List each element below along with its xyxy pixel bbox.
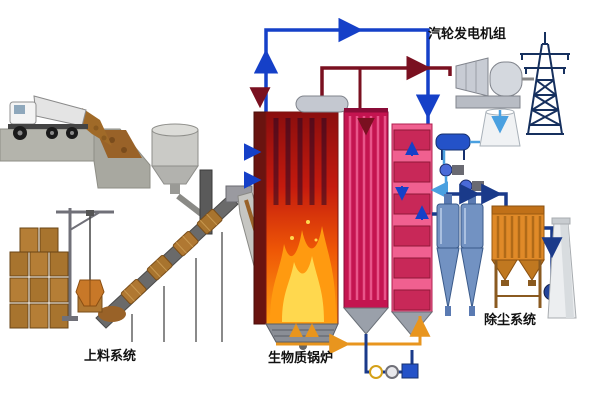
feed-silo <box>151 123 199 194</box>
straw-bale-stack <box>9 227 69 329</box>
bottom-piping <box>276 316 422 379</box>
label-dust-removal: 除尘系统 <box>484 312 536 328</box>
air-fan <box>369 365 383 379</box>
label-biomass-boiler: 生物质锅炉 <box>268 350 333 366</box>
steam-turbine <box>455 57 489 97</box>
label-feeding-system: 上料系统 <box>84 348 136 364</box>
deaerator <box>435 133 471 160</box>
flow-arrows <box>244 17 563 355</box>
turbine-generator <box>455 57 534 109</box>
dump-truck <box>8 95 112 146</box>
label-turbine-generator: 汽轮发电机组 <box>428 26 506 42</box>
grab-crane <box>56 208 114 321</box>
fan-motor <box>401 363 419 379</box>
transmission-tower <box>520 32 570 135</box>
biomass-boiler <box>253 95 434 350</box>
cyclone-separators <box>436 194 484 316</box>
condensate-piping <box>430 110 509 199</box>
inclined-bale-conveyor <box>95 185 253 342</box>
secondary-fan <box>385 365 399 379</box>
generator <box>489 61 523 97</box>
steam-drum <box>295 95 349 113</box>
bag-filter <box>491 205 545 308</box>
